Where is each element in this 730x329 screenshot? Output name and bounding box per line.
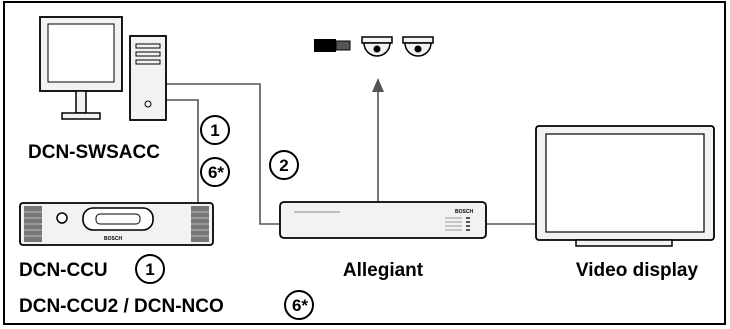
marker-1-ccu: 1: [135, 254, 165, 284]
marker-2: 2: [269, 150, 299, 180]
pc-tower: [129, 35, 167, 121]
svg-text:6*: 6*: [292, 296, 308, 315]
diagram-border: [3, 1, 726, 325]
svg-text:6*: 6*: [208, 163, 224, 182]
display-stand: [575, 239, 673, 247]
pc-workstation: [39, 16, 167, 121]
marker-6-star-nco: 6*: [284, 290, 314, 320]
label-dcn-ccu2-nco: DCN-CCU2 / DCN-NCO: [19, 296, 224, 317]
svg-text:1: 1: [145, 260, 154, 279]
ccu-brand-logo: BOSCH: [104, 236, 122, 242]
pc-to-ccu-line: [165, 99, 199, 206]
cameras: [314, 36, 434, 57]
svg-text:1: 1: [210, 121, 219, 140]
ccu-knob: [56, 212, 68, 224]
pc-to-allegiant-line: [165, 83, 280, 225]
allegiant-device: BOSCH: [279, 201, 487, 239]
bullet-camera-icon: [314, 39, 351, 52]
label-allegiant: Allegiant: [343, 260, 424, 281]
arrow-up-icon: [372, 78, 384, 92]
pc-monitor-base: [61, 112, 101, 120]
dome-camera-icon: [402, 36, 434, 57]
pc-monitor-stand: [75, 90, 87, 114]
svg-text:2: 2: [279, 156, 288, 175]
video-display-device: [535, 125, 715, 247]
marker-1-top: 1: [200, 115, 230, 145]
label-dcn-ccu: DCN-CCU: [19, 260, 108, 281]
label-dcn-swsacc: DCN-SWSACC: [28, 142, 160, 163]
dcn-ccu-device: BOSCH: [19, 202, 214, 246]
connection-lines: [165, 83, 536, 225]
dome-camera-icon: [361, 36, 393, 57]
marker-6-star-top: 6*: [200, 157, 230, 187]
label-video-display: Video display: [576, 260, 699, 281]
allegiant-brand-logo: BOSCH: [455, 209, 473, 215]
